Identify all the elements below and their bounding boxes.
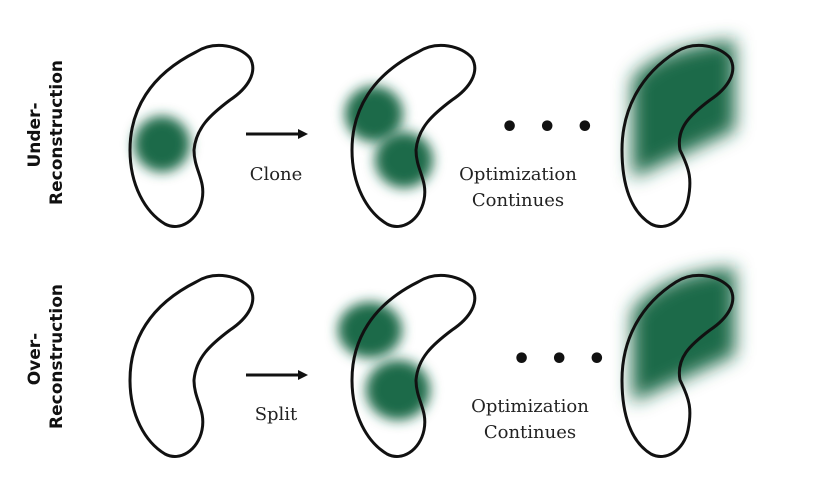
clone-label: Clone — [249, 164, 303, 185]
row2-optimization-caption: Optimization Continues — [460, 394, 600, 446]
row2-caption-line1: Optimization — [471, 396, 589, 417]
gaussian-region — [632, 40, 735, 178]
row1-label-line1: Under- — [25, 102, 45, 168]
row2-label-line2: Reconstruction — [47, 283, 67, 429]
gaussian-blob — [345, 86, 403, 142]
shape-outline — [620, 43, 735, 228]
ellipsis-row2: • • • — [512, 342, 611, 377]
row2-label: Over- Reconstruction — [24, 283, 68, 429]
shape-outline — [350, 273, 477, 458]
row1-label-line2: Reconstruction — [47, 59, 67, 205]
row1-optimization-caption: Optimization Continues — [448, 162, 588, 214]
row1-panel1 — [128, 43, 255, 228]
row1-panel3 — [620, 40, 735, 228]
split-label: Split — [254, 404, 298, 425]
row1-caption-line1: Optimization — [459, 164, 577, 185]
row1-panel2 — [345, 43, 477, 228]
shape-outline — [128, 273, 255, 458]
gaussian-blob — [366, 360, 430, 420]
gaussian-blob — [338, 302, 402, 358]
shape-outline — [128, 43, 255, 228]
row2-panel2 — [338, 273, 477, 458]
shape-outline — [350, 43, 477, 228]
row1-caption-line2: Continues — [471, 190, 565, 211]
gaussian-blob — [134, 116, 190, 172]
ellipsis-row1: • • • — [500, 110, 599, 145]
row2-caption-line2: Continues — [483, 422, 577, 443]
gaussian-blob — [375, 132, 433, 188]
row1-label: Under- Reconstruction — [24, 59, 68, 205]
row2-panel1 — [128, 273, 255, 458]
row2-panel3 — [620, 268, 735, 458]
gaussian-region — [632, 268, 735, 402]
shape-outline — [620, 273, 735, 458]
row2-label-line1: Over- — [25, 332, 45, 386]
